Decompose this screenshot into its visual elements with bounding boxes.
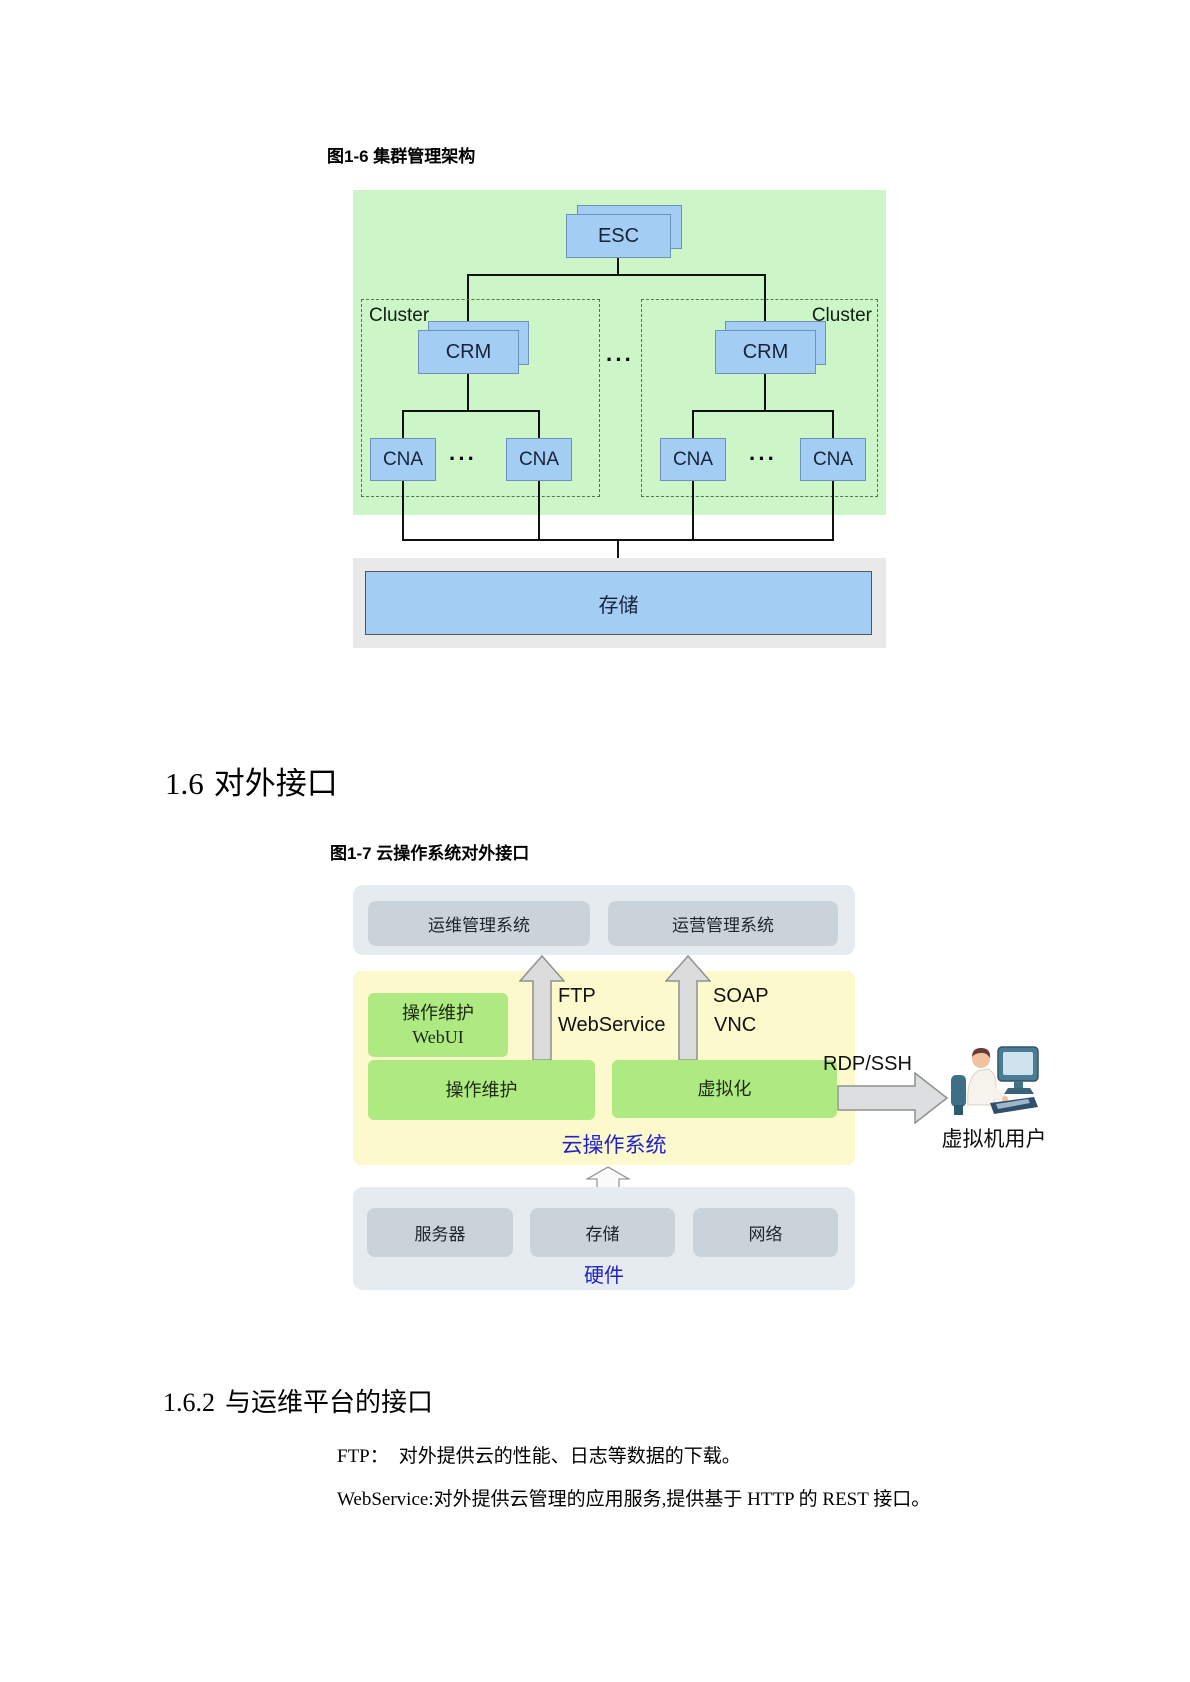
crm-left-node: CRM [418, 330, 519, 374]
paragraph-webservice-text: 对外提供云管理的应用服务,提供基于 HTTP 的 REST 接口。 [433, 1489, 931, 1510]
section-heading-1-6: 1.6 对外接口 [165, 758, 338, 803]
figure1-caption: 图1-6 集群管理架构 [327, 147, 476, 166]
connector-left-cna-horizontal [402, 410, 540, 412]
cluster-right-label: Cluster [811, 305, 872, 326]
vm-user-label: 虚拟机用户 [941, 1127, 1047, 1151]
connector-cna1-down [402, 410, 404, 438]
vnc-label: VNC [714, 1014, 757, 1036]
soap-label: SOAP [713, 985, 769, 1007]
connector-esc-horizontal [467, 274, 766, 276]
cluster-box-left [361, 299, 600, 497]
crm-right-node: CRM [715, 330, 816, 374]
connector-right-crm [764, 274, 766, 330]
cna3-storage-line [692, 481, 694, 540]
section-1-6-number: 1.6 [165, 766, 204, 801]
rdp-ssh-label: RDP/SSH [823, 1053, 912, 1075]
cna-node-2: CNA [506, 438, 572, 481]
om-box: 操作维护 [368, 1060, 595, 1120]
paragraph-ftp-lead: FTP： [337, 1446, 389, 1467]
paragraph-ftp-text: 对外提供云的性能、日志等数据的下载。 [398, 1446, 741, 1467]
connector-crm-right-down [764, 374, 766, 411]
hardware-label: 硬件 [584, 1265, 624, 1287]
small-up-arrow-icon [586, 1166, 630, 1189]
paragraph-webservice-lead: WebService: [337, 1489, 434, 1510]
ellipsis-right-cluster: ··· [749, 446, 777, 471]
cna4-storage-line [832, 481, 834, 540]
connector-left-crm [467, 274, 469, 330]
cna-node-1: CNA [370, 438, 436, 481]
cna1-storage-line [402, 481, 404, 540]
ellipsis-between-clusters: ··· [606, 347, 634, 372]
figure2-external-interface-diagram: 运维管理系统 运营管理系统 操作维护 WebUI FTP WebService … [353, 885, 1047, 1290]
cna-node-4: CNA [800, 438, 866, 481]
connector-cna2-down [538, 410, 540, 438]
section-1-6-2-number: 1.6.2 [163, 1388, 215, 1417]
ellipsis-left-cluster: ··· [449, 446, 477, 471]
paragraph-ftp: FTP： 对外提供云的性能、日志等数据的下载。 [337, 1441, 741, 1468]
section-1-6-2-title: 与运维平台的接口 [225, 1387, 434, 1417]
right-arrow-icon [837, 1072, 949, 1124]
connector-cna3-down [692, 410, 694, 438]
storage-drop-line [617, 539, 619, 572]
up-arrow-icon [519, 955, 565, 1061]
paragraph-webservice: WebService:对外提供云管理的应用服务,提供基于 HTTP 的 REST… [337, 1484, 930, 1511]
om-webui-box: 操作维护 WebUI [368, 993, 508, 1057]
cna-node-3: CNA [660, 438, 726, 481]
connector-esc-down [617, 258, 619, 276]
server-box: 服务器 [367, 1208, 513, 1257]
section-heading-1-6-2: 1.6.2 与运维平台的接口 [163, 1382, 433, 1419]
storage-node: 存储 [365, 571, 872, 635]
om-management-system-box: 运维管理系统 [368, 901, 590, 946]
figure2-caption: 图1-7 云操作系统对外接口 [330, 844, 530, 863]
operation-management-system-box: 运营管理系统 [608, 901, 838, 946]
network-box: 网络 [693, 1208, 838, 1257]
esc-node: ESC [566, 214, 671, 258]
storage-box: 存储 [530, 1208, 675, 1257]
cluster-box-right [641, 299, 878, 497]
connector-right-cna-horizontal [692, 410, 834, 412]
figure1-cluster-architecture-diagram: ESC Cluster CRM CNA ··· CNA ··· Cluster … [353, 190, 886, 648]
connector-cna4-down [832, 410, 834, 438]
vm-user-illustration [951, 1046, 1039, 1115]
connector-crm-left-down [467, 374, 469, 411]
up-arrow-icon [665, 955, 711, 1061]
cna2-storage-line [538, 481, 540, 540]
cloud-os-label: 云操作系统 [561, 1133, 667, 1157]
om-webui-line1: 操作维护 [402, 1003, 474, 1023]
webservice-label: WebService [558, 1014, 666, 1036]
section-1-6-title: 对外接口 [213, 766, 338, 801]
ftp-label: FTP [558, 985, 596, 1007]
virtualization-box: 虚拟化 [612, 1060, 837, 1118]
om-webui-line2: WebUI [412, 1027, 464, 1047]
cluster-left-label: Cluster [369, 305, 430, 326]
